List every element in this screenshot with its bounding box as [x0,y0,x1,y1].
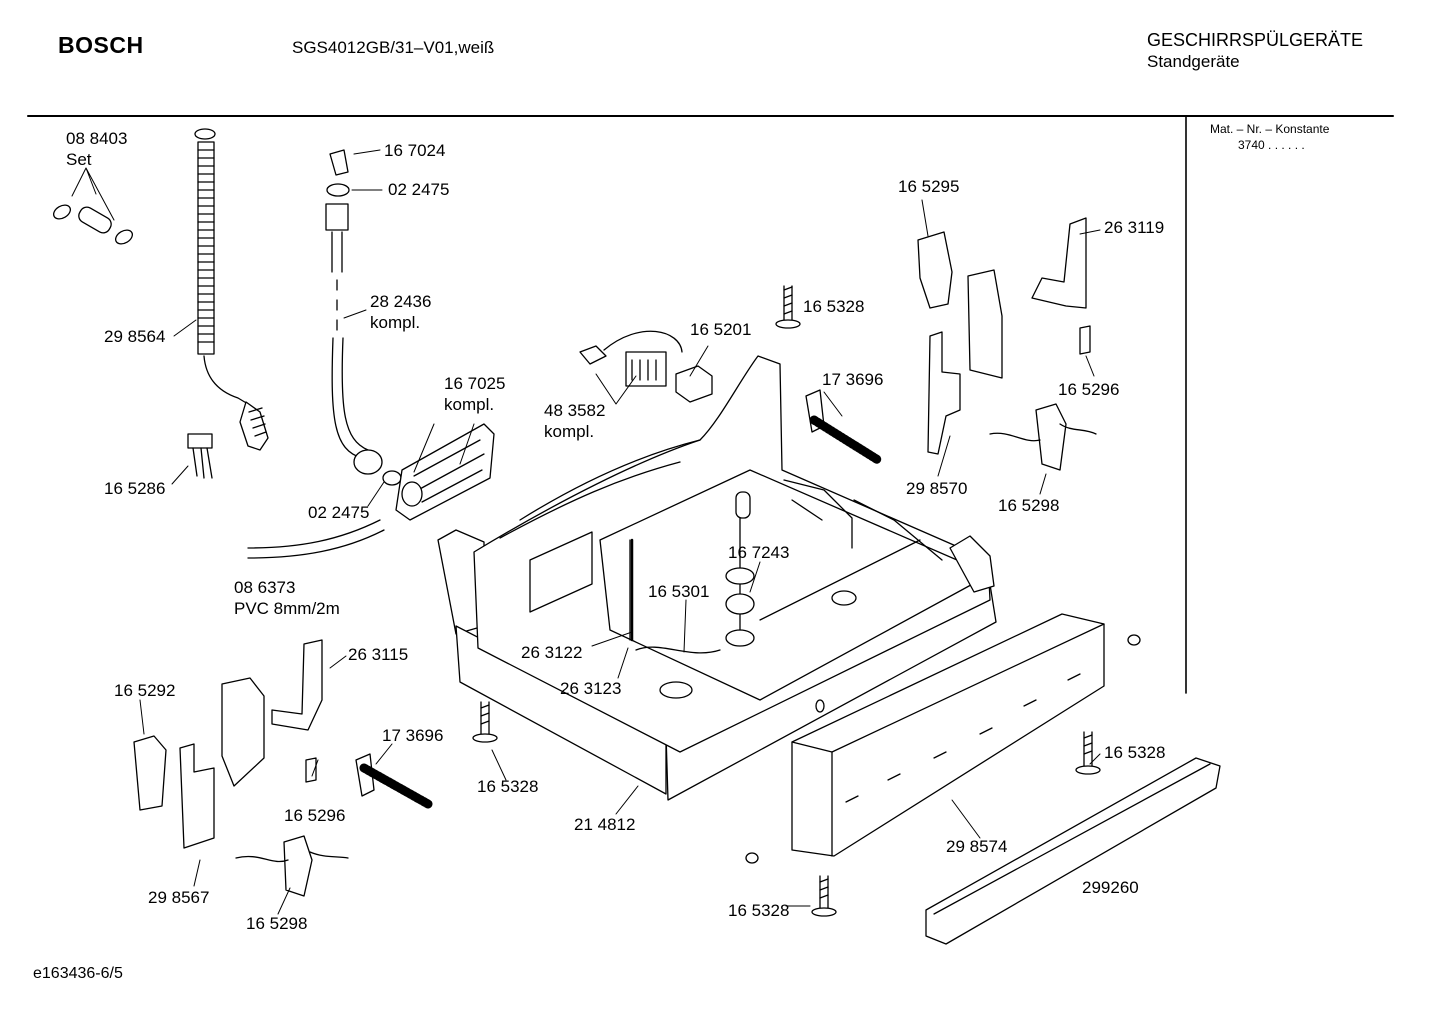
hose-holder [187,433,213,479]
part-label: 29 8567 [148,888,210,907]
document-reference: e163436-6/5 [33,965,123,982]
part-label: 48 3582 [544,401,606,420]
material-number-value: 3740 . . . . . . [1238,138,1305,152]
part-label: 16 5328 [1104,743,1166,762]
hinge-bracket-right [917,217,1097,471]
part-label: 26 3119 [1104,218,1165,237]
part-label: 16 5328 [803,297,865,316]
part-label: 26 3122 [521,643,583,662]
screw-small-1 [745,852,759,864]
leader-lines [71,149,1101,915]
part-label: 26 3115 [348,645,409,664]
part-label: 16 5296 [284,806,346,825]
hose-clip-set [52,204,134,245]
part-label: 17 3696 [822,370,884,389]
part-label: 16 5292 [114,681,176,700]
part-label: 02 2475 [388,180,450,199]
part-label: 16 7025 [444,374,506,393]
part-label: 16 5328 [728,901,790,920]
part-label: 08 8403 [66,129,128,148]
part-label: 16 5295 [898,177,960,196]
inlet-valve [395,423,495,521]
part-label: 29 8564 [104,327,166,346]
part-label: 16 5298 [246,914,308,933]
part-label: 16 5286 [104,479,166,498]
part-label: 16 5298 [998,496,1060,515]
part-label: 299260 [1082,878,1139,897]
part-label: kompl. [544,422,595,441]
hinge-spring-right [805,389,883,465]
part-label: 21 4812 [574,815,636,834]
part-label: PVC 8mm/2m [234,599,340,618]
screw-bottom [811,875,837,917]
part-label: 16 7024 [384,141,446,160]
part-label: 29 8570 [906,479,968,498]
category-title: GESCHIRRSPÜLGERÄTE [1147,30,1364,50]
part-label: 29 8574 [946,837,1008,856]
screw-right [1075,731,1101,775]
part-label: 02 2475 [308,503,370,522]
part-label: 17 3696 [382,726,444,745]
model-number: SGS4012GB/31–V01,weiß [292,38,495,57]
part-label: kompl. [444,395,495,414]
drain-hose [194,128,269,451]
screw-top [775,285,801,329]
screw-small-2 [1127,634,1141,646]
material-number-label: Mat. – Nr. – Konstante [1210,122,1330,136]
screw-lower-left [472,701,498,743]
part-label: 26 3123 [560,679,622,698]
part-label: 16 5328 [477,777,539,796]
toe-plinth [925,757,1221,945]
hinge-bracket-left [133,639,349,897]
part-label: Set [66,150,92,169]
kickboard [791,613,1105,857]
part-label: 16 5301 [648,582,710,601]
part-label: 16 5296 [1058,380,1120,399]
part-label: 16 7243 [728,543,790,562]
category-subtitle: Standgeräte [1147,52,1240,71]
pvc-tube [247,519,385,559]
cable-connector [579,330,713,403]
part-label: 08 6373 [234,578,296,597]
part-label: kompl. [370,313,421,332]
brand-logo: BOSCH [58,32,144,58]
base-tub [437,355,997,801]
part-label: 28 2436 [370,292,432,311]
hinge-spring-left [355,753,433,809]
part-label: 16 5201 [690,320,752,339]
